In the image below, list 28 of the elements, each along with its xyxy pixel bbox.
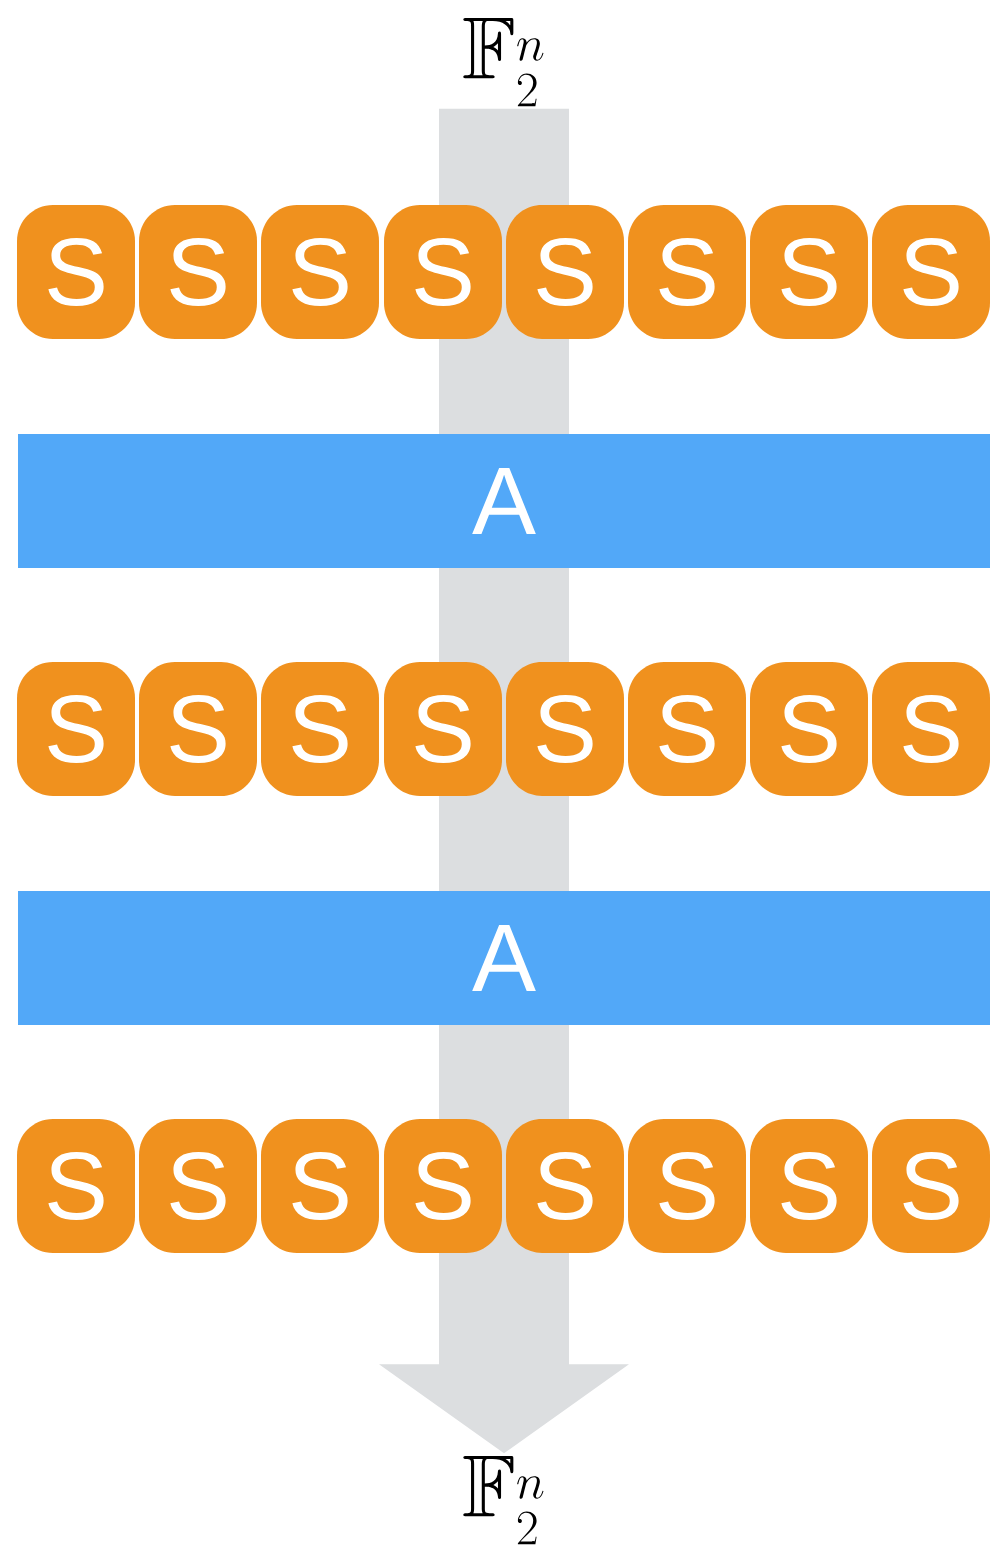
s-box: S (17, 662, 135, 796)
s-box: S (750, 205, 868, 339)
formula-label: $\mathbb{F}_2^n$ (463, 18, 544, 107)
s-box: S (384, 662, 502, 796)
s-box: S (628, 1119, 746, 1253)
s-box: S (872, 662, 990, 796)
s-box: S (506, 1119, 624, 1253)
a-band: A (18, 434, 990, 568)
s-box: S (628, 205, 746, 339)
s-box: S (17, 1119, 135, 1253)
s-box: S (872, 205, 990, 339)
s-box: S (261, 205, 379, 339)
s-box: S (384, 205, 502, 339)
s-box: S (506, 662, 624, 796)
s-box: S (139, 205, 257, 339)
s-box: S (261, 1119, 379, 1253)
s-box: S (384, 1119, 502, 1253)
s-box: S (261, 662, 379, 796)
a-band: A (18, 891, 990, 1025)
s-box: S (628, 662, 746, 796)
s-box: S (750, 662, 868, 796)
s-box: S (139, 1119, 257, 1253)
s-box: S (17, 205, 135, 339)
s-box: S (872, 1119, 990, 1253)
s-box: S (139, 662, 257, 796)
s-box: S (506, 205, 624, 339)
formula-label: $\mathbb{F}_2^n$ (463, 1456, 544, 1545)
s-box: S (750, 1119, 868, 1253)
